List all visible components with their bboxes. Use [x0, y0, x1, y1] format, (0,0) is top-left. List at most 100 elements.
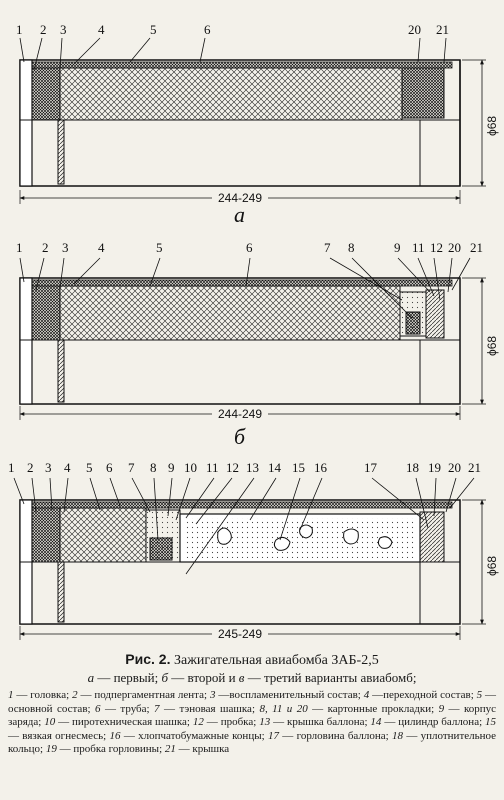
diameter-dim-c: ϕ68 — [485, 556, 499, 576]
legend-text: — крышка — [178, 743, 230, 755]
cotton-end-2 — [273, 536, 291, 551]
label-b-12: 12 — [430, 240, 443, 255]
figure-number: Рис. 2. — [125, 651, 171, 667]
label-a-2: 2 — [40, 22, 47, 37]
legend-number: 8, 11 и 20 — [259, 702, 313, 715]
label-a-5: 5 — [150, 22, 157, 37]
label-b-3: 3 — [62, 240, 69, 255]
legend-text: — уплотнительное кольцо; — [8, 729, 497, 756]
label-a-3: 3 — [60, 22, 67, 37]
label-b-6: 6 — [246, 240, 253, 255]
label-c-4: 4 — [64, 460, 71, 475]
label-b-21: 21 — [470, 240, 483, 255]
tube-wall-c — [23, 501, 453, 509]
spiral-a — [57, 119, 65, 185]
label-c-2: 2 — [27, 460, 34, 475]
variant-b: 1 2 3 4 5 6 7 8 9 11 12 20 21 ϕ68 244-24… — [16, 240, 499, 449]
tube-wall-a — [23, 61, 453, 69]
head-b — [19, 277, 33, 405]
length-dim-b: 244-249 — [218, 407, 262, 421]
ten-block-b — [405, 311, 421, 335]
subtitle-letter-c: в — [238, 670, 245, 685]
label-c-7: 7 — [128, 460, 135, 475]
subtitle-letter-a: а — [87, 670, 95, 685]
label-c-11: 11 — [206, 460, 219, 475]
cotton-end-5 — [377, 536, 393, 549]
label-c-12: 12 — [226, 460, 239, 475]
variant-letter-a: а — [234, 202, 245, 227]
legend-number: 7 — [154, 702, 164, 715]
legend-text: — головка; — [16, 689, 73, 701]
label-a-1: 1 — [16, 22, 23, 37]
legend-number: 1 — [8, 689, 17, 701]
length-dim-a: 244-249 — [218, 191, 262, 205]
legend-text: — вязкая огнесмесь; — [8, 729, 110, 742]
label-c-13: 13 — [246, 460, 259, 475]
label-c-21: 21 — [468, 460, 481, 475]
label-c-16: 16 — [314, 460, 328, 475]
legend-number: 4 — [363, 689, 373, 701]
legend-number: 2 — [72, 689, 81, 701]
label-c-5: 5 — [86, 460, 93, 475]
figure-subtitle: а — первый; б — второй и в — третий вари… — [8, 670, 496, 686]
ignition-composition-a — [31, 67, 61, 121]
label-b-20: 20 — [448, 240, 461, 255]
label-c-9: 9 — [168, 460, 175, 475]
legend-text: — подпергаментная лента; — [80, 689, 210, 701]
legend-text: — цилиндр баллона; — [384, 716, 486, 728]
ignition-composition-c — [31, 507, 61, 563]
legend-text: — горловина баллона; — [282, 729, 393, 742]
legend-text: — хлопчатобумажные концы; — [123, 729, 268, 742]
label-b-7: 7 — [324, 240, 331, 255]
label-c-17: 17 — [364, 460, 378, 475]
tube-wall-b — [23, 279, 453, 287]
cotton-end-1 — [217, 527, 232, 545]
label-b-8: 8 — [348, 240, 355, 255]
label-c-18: 18 — [406, 460, 419, 475]
figure-caption: Рис. 2. Зажигательная авиабомба ЗАБ-2,5 — [8, 651, 496, 669]
cardboard-gasket-a — [401, 67, 445, 119]
label-b-1: 1 — [16, 240, 23, 255]
legend-number: 3 — [209, 689, 219, 701]
label-c-20: 20 — [448, 460, 461, 475]
legend-text: — пиротехническая шашка; — [58, 716, 193, 728]
label-c-3: 3 — [45, 460, 52, 475]
legend-text: — тэновая шашка; — [164, 702, 260, 715]
label-c-6: 6 — [106, 460, 113, 475]
label-c-8: 8 — [150, 460, 157, 475]
legend-text: — крышка баллона; — [273, 716, 371, 728]
balloon-neck-c — [419, 511, 445, 563]
variant-a: 1 2 3 4 5 6 20 21 ϕ68 244-249 а — [16, 22, 499, 227]
label-b-9: 9 — [394, 240, 401, 255]
legend-text: — корпус заряда; — [8, 702, 497, 729]
subtitle-text-c: — третий варианты авиабомб; — [247, 670, 417, 685]
diameter-dim-b: ϕ68 — [485, 336, 499, 356]
label-c-1: 1 — [8, 460, 15, 475]
head-a — [19, 59, 33, 187]
label-a-6: 6 — [204, 22, 211, 37]
label-a-20: 20 — [408, 22, 421, 37]
variant-c: 1 2 3 4 5 6 7 8 9 10 11 12 13 14 15 16 1… — [8, 460, 499, 641]
legend-text: — пробка; — [206, 716, 260, 728]
legend-text: —переходной состав; — [372, 689, 477, 701]
legend-text: — труба; — [104, 702, 155, 715]
pyro-block-c — [149, 537, 173, 561]
main-composition-b — [59, 285, 401, 341]
legend-number: 16 — [109, 729, 124, 742]
legend-number: 15 — [485, 716, 497, 728]
legend-number: 21 — [164, 743, 179, 755]
main-composition-a — [59, 67, 403, 121]
spiral-c — [57, 561, 65, 623]
bomb-drawings: 1 2 3 4 5 6 20 21 ϕ68 244-249 а — [8, 22, 499, 641]
label-c-15: 15 — [292, 460, 305, 475]
legend-text: — картонные прокладки; — [312, 702, 439, 715]
length-dim-c: 245-249 — [218, 627, 262, 641]
main-composition-c — [59, 507, 147, 563]
variant-letter-b: б — [234, 424, 246, 449]
cotton-end-3 — [299, 524, 313, 539]
subtitle-text-a: — первый; — [97, 670, 159, 685]
ignition-composition-b — [31, 285, 61, 341]
label-c-19: 19 — [428, 460, 441, 475]
cotton-end-4 — [343, 528, 359, 545]
legend-number: 10 — [44, 716, 59, 728]
